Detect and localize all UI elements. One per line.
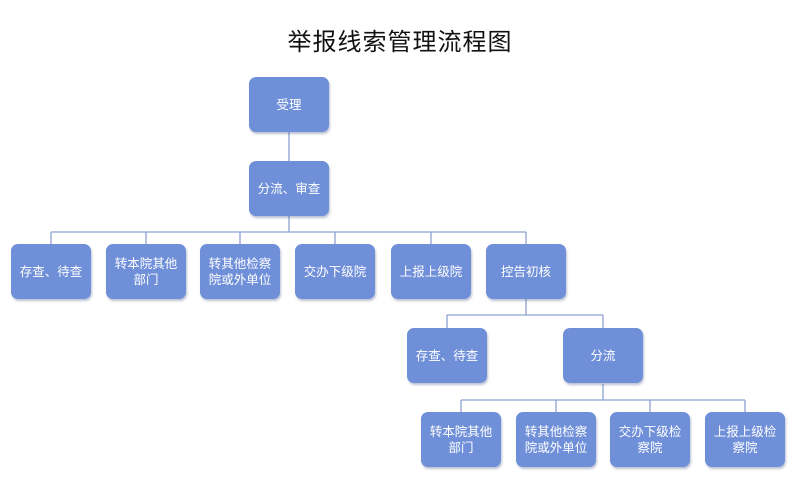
node-store-1: 存查、待查: [11, 244, 91, 299]
node-store-2: 存查、待查: [407, 328, 487, 383]
node-transfer-dept-1-label: 转本院其他部门: [114, 255, 178, 287]
node-report-upper-2: 上报上级检察院: [705, 412, 785, 467]
node-accept: 受理: [249, 77, 329, 132]
node-store-1-label: 存查、待查: [19, 263, 83, 279]
node-transfer-other-2: 转其他检察院或外单位: [516, 412, 596, 467]
node-assign-lower-2-label: 交办下级检察院: [618, 423, 682, 455]
node-divert-review-label: 分流、审查: [257, 180, 321, 196]
node-complaint-review-label: 控告初核: [500, 263, 551, 279]
node-transfer-dept-2: 转本院其他部门: [421, 412, 501, 467]
node-transfer-other-1: 转其他检察院或外单位: [200, 244, 280, 299]
node-transfer-other-2-label: 转其他检察院或外单位: [524, 423, 588, 455]
node-assign-lower-1: 交办下级院: [295, 244, 375, 299]
node-divert-2: 分流: [563, 328, 643, 383]
node-transfer-other-1-label: 转其他检察院或外单位: [208, 255, 272, 287]
node-transfer-dept-2-label: 转本院其他部门: [429, 423, 493, 455]
node-store-2-label: 存查、待查: [415, 347, 479, 363]
node-divert-review: 分流、审查: [249, 161, 329, 216]
node-assign-lower-1-label: 交办下级院: [303, 263, 367, 279]
node-report-upper-2-label: 上报上级检察院: [713, 423, 777, 455]
node-accept-label: 受理: [276, 96, 302, 112]
diagram-title: 举报线索管理流程图: [287, 28, 513, 56]
node-complaint-review: 控告初核: [486, 244, 566, 299]
node-divert-2-label: 分流: [590, 347, 616, 363]
node-report-upper-1-label: 上报上级院: [399, 263, 463, 279]
node-assign-lower-2: 交办下级检察院: [610, 412, 690, 467]
node-report-upper-1: 上报上级院: [391, 244, 471, 299]
node-transfer-dept-1: 转本院其他部门: [106, 244, 186, 299]
